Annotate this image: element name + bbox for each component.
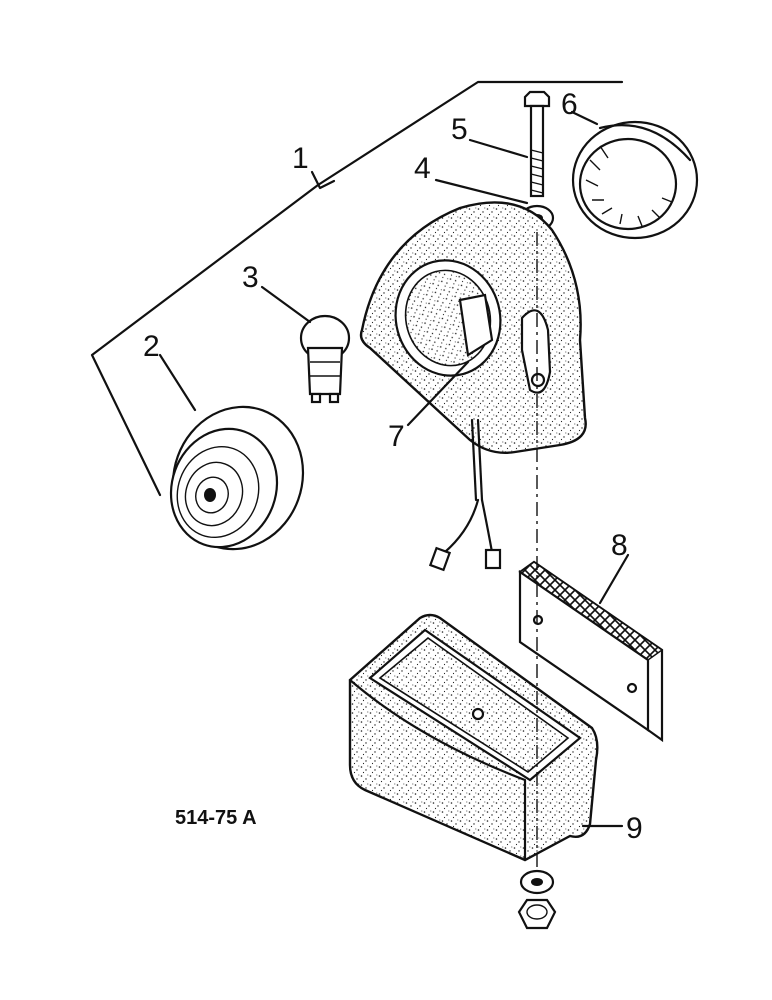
callout-1: 1	[292, 142, 309, 175]
leader-lines	[158, 110, 630, 828]
callout-6: 6	[561, 88, 578, 121]
lamp-housing	[359, 201, 587, 454]
callout-9: 9	[626, 812, 643, 845]
mounting-base	[348, 613, 599, 862]
assembly-bracket	[90, 80, 624, 497]
washer-bottom	[519, 869, 555, 895]
diagram-reference-code: 514-75 A	[175, 807, 257, 829]
lens	[169, 405, 305, 551]
callout-4: 4	[414, 152, 431, 185]
callout-7: 7	[388, 420, 405, 453]
callout-2: 2	[143, 330, 160, 363]
nut	[517, 898, 557, 930]
reflector-plate	[518, 560, 664, 743]
callout-3: 3	[242, 261, 259, 294]
callout-5: 5	[451, 113, 468, 146]
bolt	[523, 90, 551, 198]
lens-ring	[571, 120, 699, 240]
wiring-cable	[428, 418, 502, 572]
callout-8: 8	[611, 529, 628, 562]
bulb	[299, 314, 351, 404]
